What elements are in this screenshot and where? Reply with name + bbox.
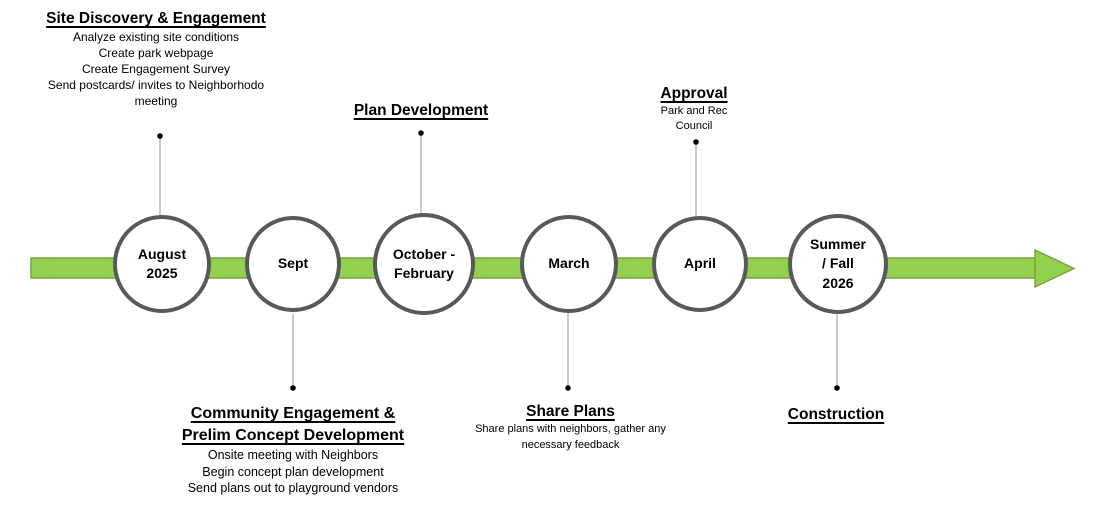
milestone-label-line: February — [394, 265, 454, 281]
annotation-task: Park and Rec Council — [660, 105, 728, 133]
connector-lines — [159, 133, 838, 388]
annotation-share-plans: Share Plans Share plans with neighbors, … — [473, 402, 668, 453]
annotation-plan-development: Plan Development — [321, 101, 521, 121]
milestone-label-line: March — [548, 255, 590, 272]
milestone-circle-october-february: October - February — [373, 213, 475, 315]
connector-dot-site-discovery — [157, 133, 163, 139]
connector-dot-construction — [834, 385, 840, 391]
connector-dot-approval — [693, 139, 699, 145]
milestone-label: August 2025 — [138, 245, 186, 284]
connector-dot-share-plans — [565, 385, 571, 391]
milestone-label: Summer / Fall 2026 — [810, 235, 866, 293]
milestone-circle-august-2025: August 2025 — [113, 215, 211, 313]
connector-dots — [157, 130, 840, 391]
annotation-task: Send postcards/ invites to Neighborhodo … — [47, 78, 265, 109]
milestone-label-line: 2025 — [146, 265, 178, 281]
milestone-label: Sept — [278, 254, 308, 273]
milestone-label: April — [684, 254, 716, 273]
milestone-label-line: 2026 — [822, 274, 854, 291]
annotation-task: Create park webpage — [98, 46, 214, 61]
milestone-label-line: August — [137, 245, 187, 262]
annotation-task: Create Engagement Survey — [81, 62, 231, 77]
milestone-circle-april: April — [652, 216, 748, 312]
annotation-task: Onsite meeting with Neighbors — [207, 448, 379, 462]
annotation-title: Construction — [787, 406, 885, 423]
connector-dot-community-engagement — [290, 385, 296, 391]
annotation-approval: Approval Park and Rec Council — [654, 84, 734, 134]
milestone-label-line: / Fall — [822, 255, 854, 272]
annotation-title-line: Community Engagement & — [190, 405, 396, 422]
milestone-label-line: October - — [392, 245, 456, 262]
annotation-task: Share plans with neighbors, gather any n… — [475, 423, 666, 451]
milestone-label-line: Summer — [809, 236, 867, 253]
annotation-task: Begin concept plan development — [202, 464, 384, 479]
milestone-label: October - February — [393, 245, 455, 284]
milestone-circle-march: March — [520, 215, 618, 313]
milestone-label-line: Sept — [277, 255, 309, 272]
annotation-community-engagement: Community Engagement & Prelim Concept De… — [143, 403, 443, 497]
connector-dot-plan-development — [418, 130, 424, 136]
milestone-circle-summer-fall-2026: Summer / Fall 2026 — [788, 214, 888, 314]
milestone-label: March — [548, 254, 589, 273]
annotation-title: Share Plans — [526, 403, 615, 420]
annotation-construction: Construction — [756, 405, 916, 425]
annotation-title: Site Discovery & Engagement — [46, 10, 266, 27]
annotation-title-line: Prelim Concept Development — [181, 427, 405, 444]
annotation-task: Analyze existing site conditions — [72, 30, 240, 45]
annotation-title: Approval — [660, 85, 728, 102]
milestone-label-line: April — [684, 255, 716, 272]
annotation-site-discovery: Site Discovery & Engagement Analyze exis… — [28, 9, 284, 109]
milestone-circle-sept: Sept — [245, 216, 341, 312]
annotation-title: Plan Development — [353, 102, 489, 119]
timeline-arrowhead-icon — [1034, 248, 1076, 289]
annotation-task: Send plans out to playground vendors — [187, 481, 399, 495]
annotation-title: Community Engagement & Prelim Concept De… — [143, 403, 443, 447]
